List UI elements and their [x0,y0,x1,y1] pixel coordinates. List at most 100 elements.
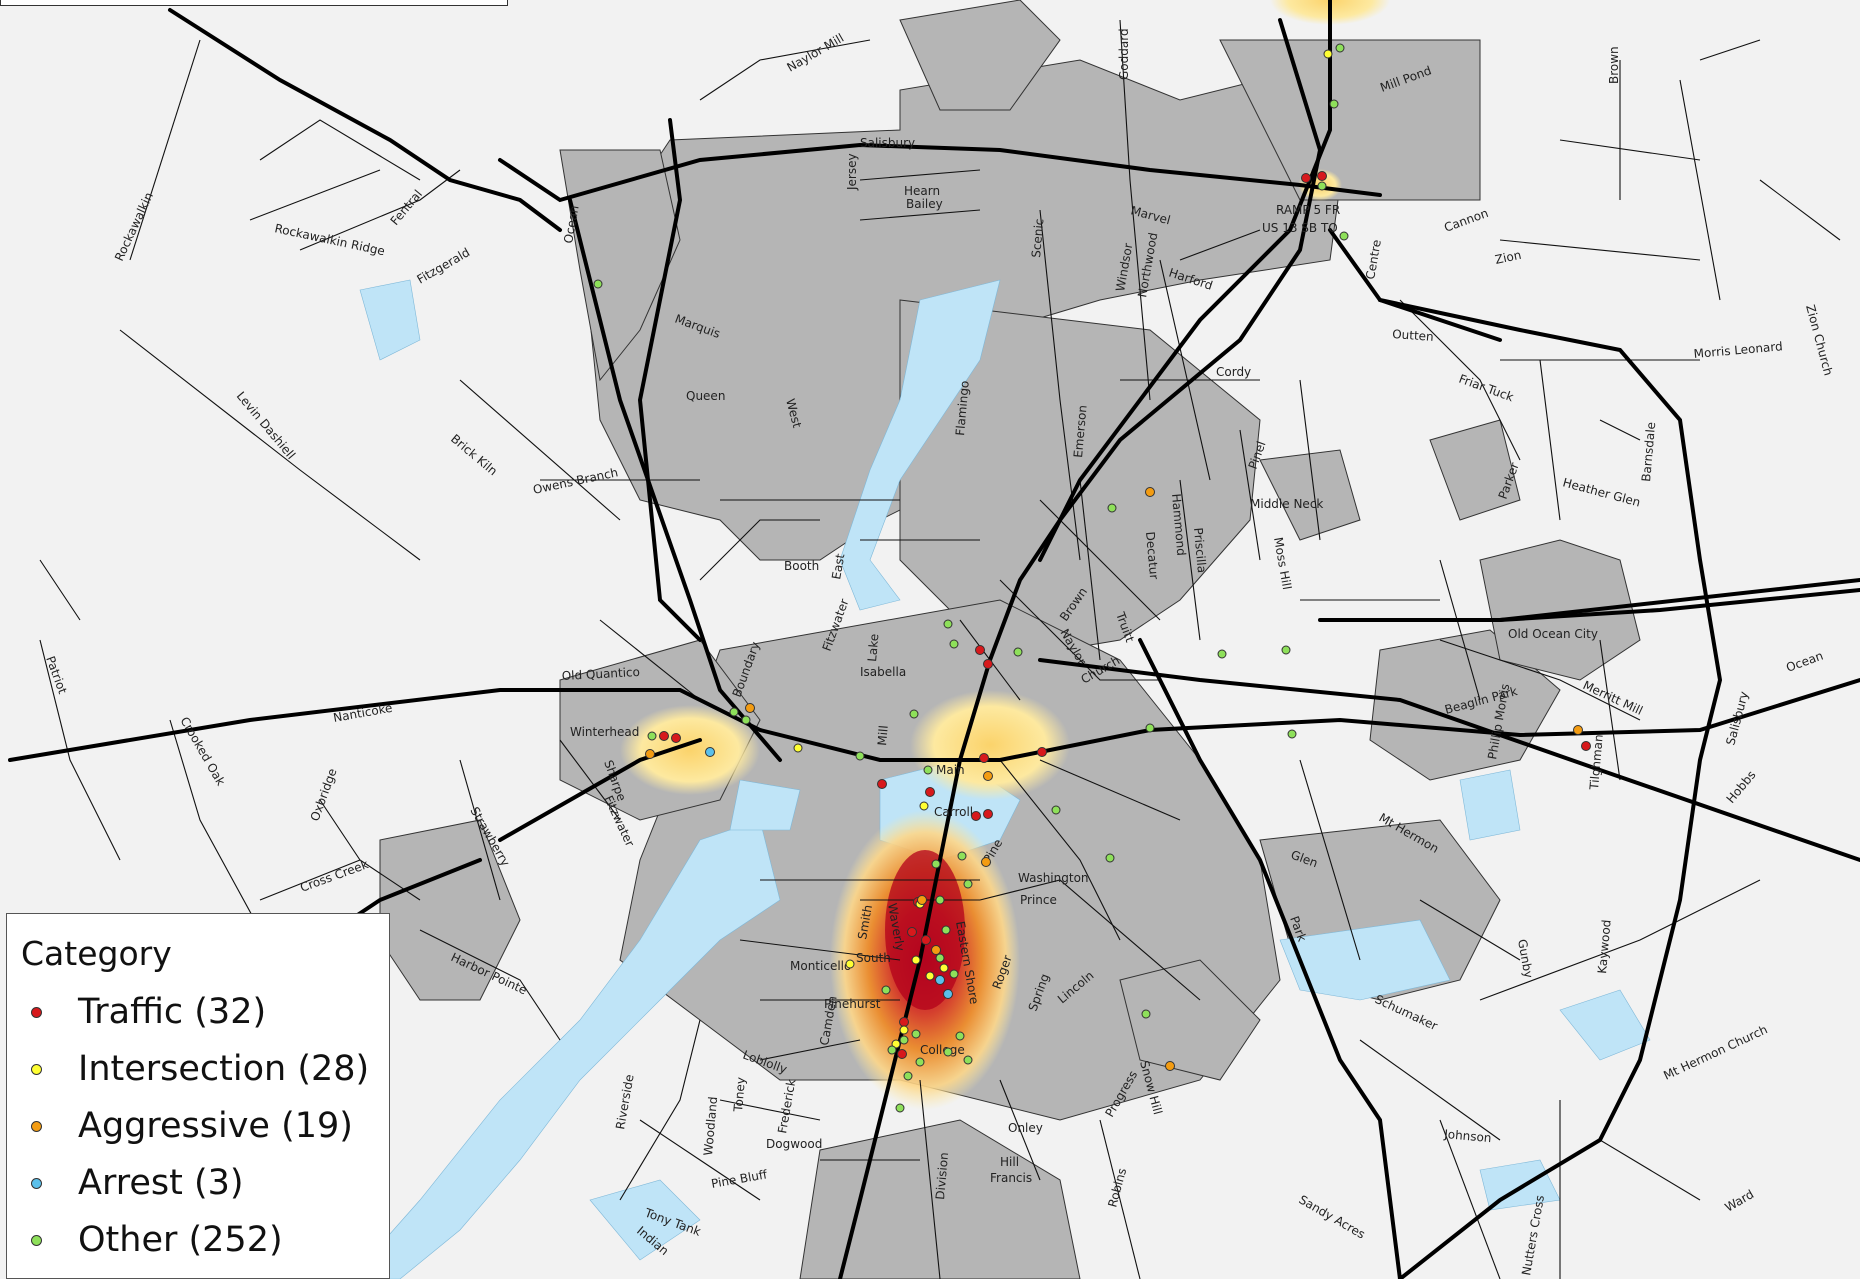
aggressive-point [1165,1061,1175,1071]
other-point [1145,723,1155,733]
other-point [935,895,945,905]
other-point [949,639,959,649]
intersection-point [899,1025,909,1035]
other-swatch [31,1234,42,1246]
street-label: Winterhead [570,725,639,739]
other-point [1339,231,1349,241]
traffic-point [877,779,887,789]
legend-item-arrest: Arrest (3) [31,1163,244,1203]
aggressive-point [1145,487,1155,497]
aggressive-point [1573,725,1583,735]
traffic-point [983,659,993,669]
intersection-point [1323,49,1333,59]
traffic-point [897,1049,907,1059]
legend-item-other: Other (252) [31,1220,283,1260]
aggressive-point [983,771,993,781]
other-point [741,715,751,725]
street-label: Brown [1607,46,1621,84]
street-label: Hammond [1169,493,1188,556]
street-label: Emerson [1071,404,1090,458]
street-label: Division [933,1152,951,1201]
aggressive-point [981,857,991,867]
other-point [1287,729,1297,739]
legend-item-traffic: Traffic (32) [31,992,266,1032]
other-point [963,1055,973,1065]
street-label: Old Quantico [561,665,640,683]
aggressive-point [745,703,755,713]
legend-label: Aggressive (19) [78,1106,353,1146]
traffic-point [983,809,993,819]
other-point [909,709,919,719]
other-point [1141,1009,1151,1019]
traffic-point [1581,741,1591,751]
street-label: Bailey [906,197,943,211]
other-point [949,969,959,979]
street-label: East [829,552,847,580]
street-label: Salisbury [860,136,915,150]
street-label: Johnson [1443,1127,1492,1145]
street-label: Lake [865,633,881,662]
other-point [593,279,603,289]
legend-label: Other (252) [78,1220,283,1260]
major-roads [8,0,1860,1279]
legend: Category Traffic (32) Intersection (28) … [6,913,390,1279]
aggressive-point [931,945,941,955]
other-point [943,619,953,629]
other-point [1317,181,1327,191]
other-point [881,985,891,995]
traffic-point [907,927,917,937]
other-point [903,1071,913,1081]
street-label: Zion [1494,248,1523,267]
street-label: Mill [875,725,891,747]
street-label: Isabella [860,665,906,679]
arrest-point [705,747,715,757]
legend-title: Category [21,934,172,973]
other-point [855,751,865,761]
arrest-point [935,975,945,985]
other-point [915,1057,925,1067]
aggressive-point [917,895,927,905]
legend-label: Arrest (3) [78,1163,244,1203]
traffic-point [921,935,931,945]
street-label: Centre [1363,239,1384,281]
other-point [931,859,941,869]
street-label: South [856,951,891,965]
traffic-point [1317,171,1327,181]
aggressive-swatch [31,1120,42,1132]
other-point [963,879,973,889]
traffic-point [979,753,989,763]
street-label: Outten [1392,327,1434,344]
traffic-point [971,811,981,821]
heat-winterhead [620,705,760,795]
street-label: Main [936,763,965,777]
legend-label: Traffic (32) [78,992,267,1032]
other-point [911,1029,921,1039]
arrest-swatch [31,1177,42,1189]
street-label: Prince [1020,893,1057,907]
intersection-point [925,971,935,981]
legend-item-intersection: Intersection (28) [31,1049,369,1089]
other-point [1281,645,1291,655]
street-label: Flamingo [953,380,972,436]
other-point [895,1103,905,1113]
street-label: Onley [1008,1121,1043,1135]
traffic-point [659,731,669,741]
street-label: Carroll [934,805,973,819]
intersection-point [845,959,855,969]
street-label: Ocean [561,204,581,244]
intersection-point [911,955,921,965]
street-label: Goddard [1117,28,1131,80]
street-label: Cordy [1216,365,1251,379]
other-point [943,1047,953,1057]
street-label: Queen [686,389,725,403]
street-label: Smith [855,904,875,941]
street-label: US 13 SB TO [1262,221,1338,235]
legend-item-aggressive: Aggressive (19) [31,1106,353,1146]
other-point [957,851,967,861]
arrest-point [943,989,953,999]
street-label: Hill [1000,1155,1019,1169]
street-label: Hearn [904,184,940,198]
heat-main [910,690,1070,800]
street-label: Francis [990,1171,1032,1185]
street-label: Kaywood [1595,919,1614,974]
